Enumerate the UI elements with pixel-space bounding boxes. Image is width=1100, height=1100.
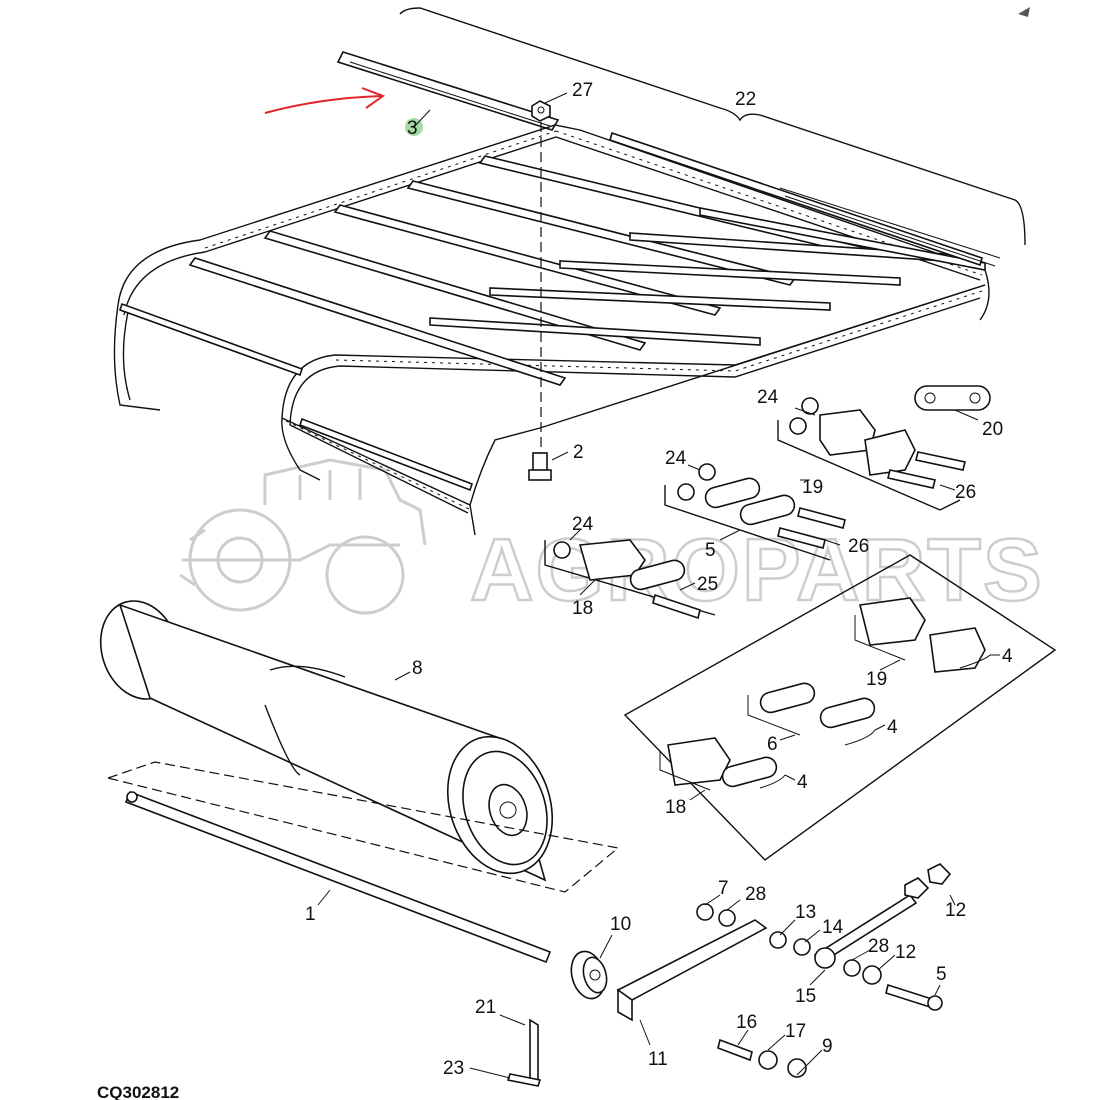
callout-10: 10 (610, 914, 631, 935)
callout-21: 21 (475, 997, 496, 1018)
callout-4-a: 4 (1002, 646, 1013, 667)
callout-8: 8 (412, 658, 423, 679)
callout-24-a: 24 (757, 387, 779, 408)
drawing-code: CQ302812 (97, 1083, 179, 1100)
callout-12-a: 12 (945, 900, 966, 921)
arm-part-11 (616, 919, 768, 1022)
callout-13: 13 (795, 902, 816, 923)
callout-22: 22 (735, 89, 756, 110)
bolt-2 (528, 452, 552, 481)
callout-3: 3 (407, 118, 418, 139)
callout-25: 25 (697, 574, 718, 595)
bolt-12 (813, 863, 952, 965)
callout-7: 5 (936, 964, 947, 985)
slat-part-3 (336, 51, 560, 131)
callout-17: 17 (785, 1021, 806, 1042)
hardware-small-parts (506, 903, 943, 1087)
roller-part-8 (99, 600, 554, 882)
parts-group-left (544, 539, 716, 620)
callout-12-b: 12 (895, 942, 916, 963)
callout-23: 23 (443, 1058, 464, 1079)
callout-5-a: 5 (705, 540, 716, 561)
watermark-text: AGROPARTS (470, 520, 1044, 619)
callout-28-a: 28 (745, 884, 766, 905)
callout-15: 15 (795, 986, 816, 1007)
callout-6: 7 (718, 878, 729, 899)
callout-11: 11 (648, 1049, 668, 1070)
callout-4-b: 4 (887, 717, 898, 738)
callout-26-a: 26 (955, 482, 976, 503)
inset-box (623, 554, 1057, 861)
parts-group-middle (664, 463, 846, 561)
callout-5-b: 6 (767, 734, 778, 755)
bearing-part-10 (570, 950, 608, 1000)
parts-group-upper (777, 385, 991, 511)
leader-lines (317, 92, 1000, 1079)
callout-18-b: 18 (665, 797, 686, 818)
tractor-logo-icon (179, 458, 427, 615)
callout-19-b: 19 (866, 669, 887, 690)
shaft-outline (105, 761, 620, 893)
callout-27: 27 (572, 80, 593, 101)
callout-9: 9 (822, 1036, 833, 1057)
callout-19-a: 19 (802, 477, 823, 498)
callout-24-c: 24 (572, 514, 594, 535)
nut-27 (531, 100, 551, 122)
callout-1: 1 (305, 904, 316, 925)
callout-28-b: 28 (868, 936, 889, 957)
assembly-bracket (399, 7, 1026, 246)
callout-labels: 3 27 22 2 24 20 19 26 24 5 26 24 25 18 8… (305, 80, 1013, 1079)
callout-14: 14 (822, 917, 844, 938)
shaft-part-1 (124, 790, 552, 964)
callout-18-a: 18 (572, 598, 593, 619)
red-arrow-icon (264, 87, 386, 114)
callout-20: 20 (982, 419, 1003, 440)
callout-2: 2 (573, 442, 584, 463)
callout-16: 16 (736, 1012, 757, 1033)
callout-4-c: 4 (797, 772, 808, 793)
callout-24-b: 24 (665, 448, 687, 469)
corner-cursor-icon (1018, 7, 1030, 17)
conveyor-chain-assembly (113, 124, 1001, 536)
callout-26-b: 26 (848, 536, 869, 557)
